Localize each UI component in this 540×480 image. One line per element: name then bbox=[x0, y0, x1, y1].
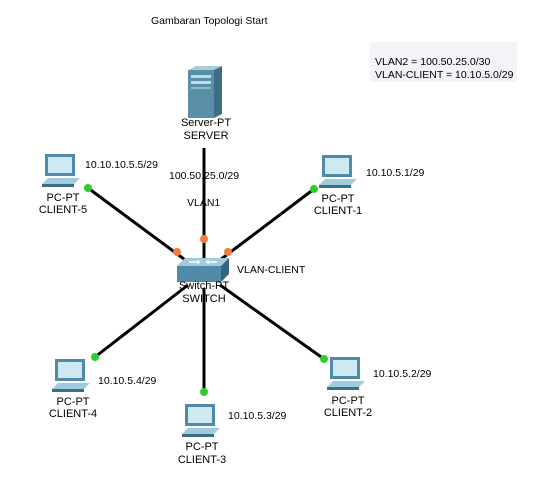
switch-name-label: SWITCH bbox=[182, 293, 226, 305]
port-client5 bbox=[84, 184, 92, 192]
page-title: Gambaran Topologi Start bbox=[151, 15, 268, 27]
server-icon[interactable] bbox=[186, 66, 226, 118]
server-network-label: 100.50.25.0/29 bbox=[169, 170, 240, 182]
port-switch-client5 bbox=[173, 248, 181, 256]
client2-ip-label: 10.10.5.2/29 bbox=[373, 368, 432, 380]
client5-type-label: PC-PT bbox=[46, 192, 80, 204]
client1-ip-label: 10.10.5.1/29 bbox=[366, 167, 425, 179]
port-client3 bbox=[200, 388, 208, 396]
pc-icon-client1[interactable] bbox=[319, 155, 359, 189]
link-client4-switch bbox=[94, 283, 189, 359]
client2-type-label: PC-PT bbox=[331, 395, 365, 407]
switch-type-label: Switch-PT bbox=[178, 280, 230, 292]
client3-name-label: CLIENT-3 bbox=[177, 454, 227, 466]
legend-line-vlan2: VLAN2 = 100.50.25.0/30 bbox=[375, 56, 491, 68]
pc-icon-client4[interactable] bbox=[52, 359, 92, 393]
switch-icon[interactable] bbox=[177, 258, 229, 284]
pc-icon-client3[interactable] bbox=[182, 404, 222, 438]
server-vlan-label: VLAN1 bbox=[187, 197, 221, 209]
pc-icon-client2[interactable] bbox=[327, 357, 367, 391]
client5-name-label: CLIENT-5 bbox=[38, 204, 88, 216]
port-client1 bbox=[310, 185, 318, 193]
server-name-label: SERVER bbox=[183, 130, 229, 142]
server-type-label: Server-PT bbox=[180, 117, 232, 129]
port-client2 bbox=[320, 355, 328, 363]
port-client4 bbox=[91, 353, 99, 361]
client4-ip-label: 10.10.5.4/29 bbox=[98, 375, 157, 387]
client3-ip-label: 10.10.5.3/29 bbox=[228, 410, 287, 422]
link-client5-switch bbox=[87, 186, 189, 264]
client1-type-label: PC-PT bbox=[321, 193, 355, 205]
port-switch-client1 bbox=[224, 248, 232, 256]
link-client2-switch bbox=[219, 283, 325, 361]
client3-type-label: PC-PT bbox=[185, 441, 219, 453]
legend-box bbox=[370, 42, 517, 82]
client2-name-label: CLIENT-2 bbox=[323, 407, 373, 419]
pc-icon-client5[interactable] bbox=[42, 154, 82, 188]
client5-ip-label: 10.10.10.5.5/29 bbox=[85, 159, 158, 171]
port-switch-server bbox=[200, 235, 208, 243]
client4-name-label: CLIENT-4 bbox=[48, 408, 98, 420]
switch-vlan-label: VLAN-CLIENT bbox=[237, 264, 306, 276]
legend-line-vlan-client: VLAN-CLIENT = 10.10.5.0/29 bbox=[375, 69, 514, 81]
client4-type-label: PC-PT bbox=[56, 396, 90, 408]
link-client1-switch bbox=[219, 187, 315, 262]
client1-name-label: CLIENT-1 bbox=[313, 205, 363, 217]
